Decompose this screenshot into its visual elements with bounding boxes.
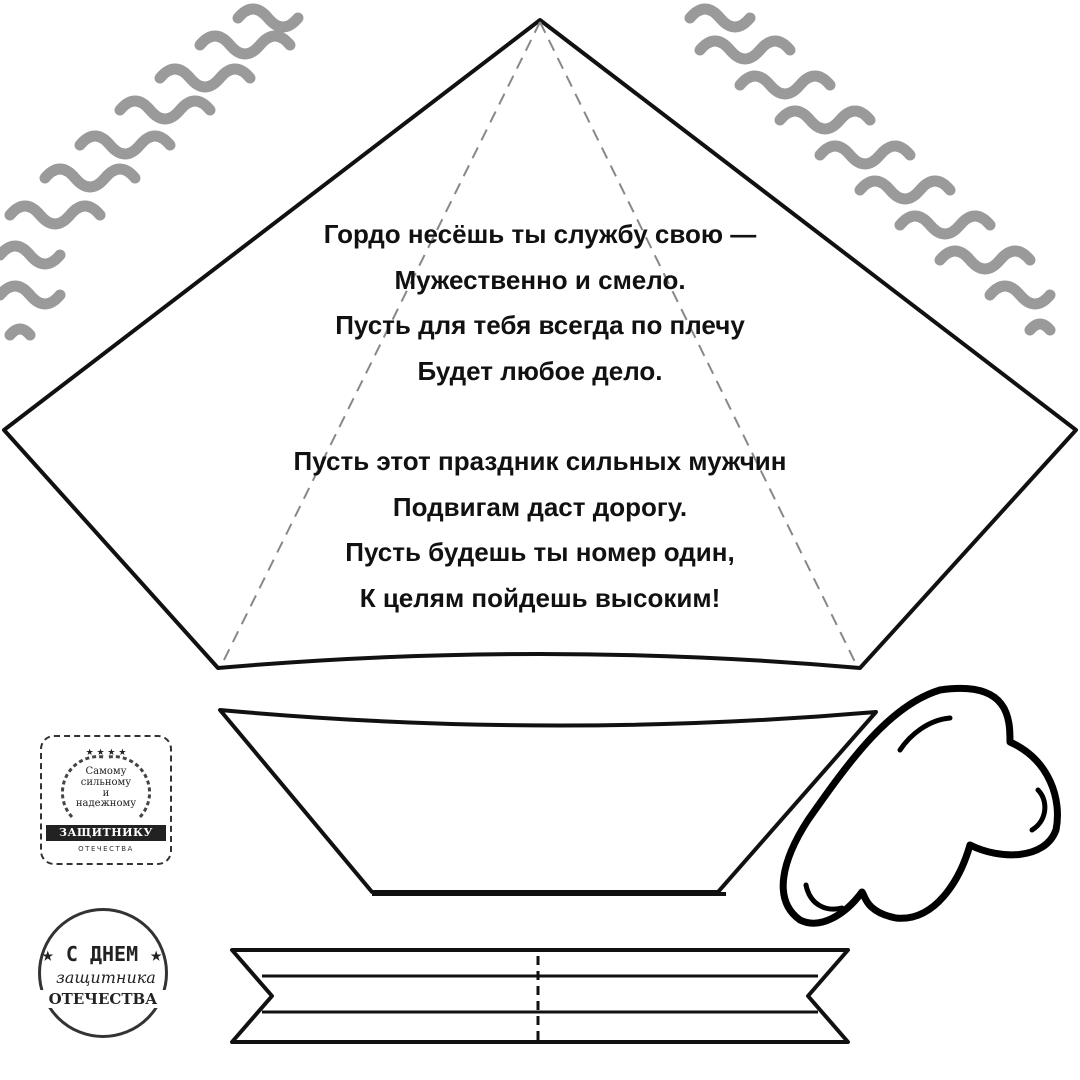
poem-stanza-2: Пусть этот праздник сильных мужчин Подви… bbox=[200, 439, 880, 621]
defender-stamp-round: ★ С ДНЕМ ★ защитника ОТЕЧЕСТВА bbox=[36, 906, 170, 1038]
poem-line: Гордо несёшь ты службу свою — bbox=[323, 219, 757, 249]
defender-stamp-square: ★ ★ ★ ★ Самому сильному и надежному ЗАЩИ… bbox=[40, 735, 172, 865]
stamp-line: и bbox=[102, 788, 110, 799]
poem-line: Мужественно и смело. bbox=[394, 264, 686, 295]
poem-line: Пусть этот праздник сильных мужчин bbox=[293, 446, 787, 476]
stamp-line: ★ С ДНЕМ ★ bbox=[36, 942, 168, 966]
stamp-line: ОТЕЧЕСТВА bbox=[36, 990, 170, 1008]
poem-line: Будет любое дело. bbox=[417, 355, 663, 386]
poem-line: Подвигам даст дорогу. bbox=[392, 491, 688, 522]
poem-text: Гордо несёшь ты службу свою — Мужественн… bbox=[200, 212, 880, 666]
poem-line: Пусть будешь ты номер один, bbox=[345, 537, 735, 567]
stamp-line: сильному bbox=[80, 777, 132, 788]
poem-line: К целям пойдешь высоким! bbox=[359, 582, 721, 613]
stamp-line: защитника bbox=[56, 968, 156, 987]
laurel-wreath-icon: ★ ★ ★ ★ bbox=[61, 748, 151, 819]
stars-icon: ★ ★ ★ ★ bbox=[86, 748, 127, 758]
stamp-line: надежному bbox=[75, 798, 137, 809]
star-icon: ★ bbox=[41, 942, 54, 966]
stamp-subtitle: ОТЕЧЕСТВА bbox=[78, 845, 134, 853]
stamp-banner: ЗАЩИТНИКУ bbox=[46, 825, 166, 841]
left-wave-decoration bbox=[0, 3, 304, 341]
right-wave-decoration bbox=[684, 3, 1056, 336]
sail-outline bbox=[2, 18, 1078, 670]
stamp-line-text: С ДНЕМ bbox=[65, 942, 139, 966]
flag-detail-stroke bbox=[897, 715, 953, 753]
poem-stanza-1: Гордо несёшь ты службу свою — Мужественн… bbox=[200, 212, 880, 394]
hull-outline bbox=[218, 708, 878, 894]
stamp-circle bbox=[38, 908, 168, 1038]
stamp-line: Самому bbox=[85, 766, 127, 777]
flag-detail-stroke bbox=[1029, 787, 1048, 833]
poem-line: Пусть для тебя всегда по плечу bbox=[335, 310, 745, 340]
flag-outline bbox=[779, 685, 1061, 927]
star-icon: ★ bbox=[150, 942, 163, 966]
ribbon-banner-outline bbox=[230, 948, 850, 1044]
flag-detail-stroke bbox=[803, 882, 845, 912]
